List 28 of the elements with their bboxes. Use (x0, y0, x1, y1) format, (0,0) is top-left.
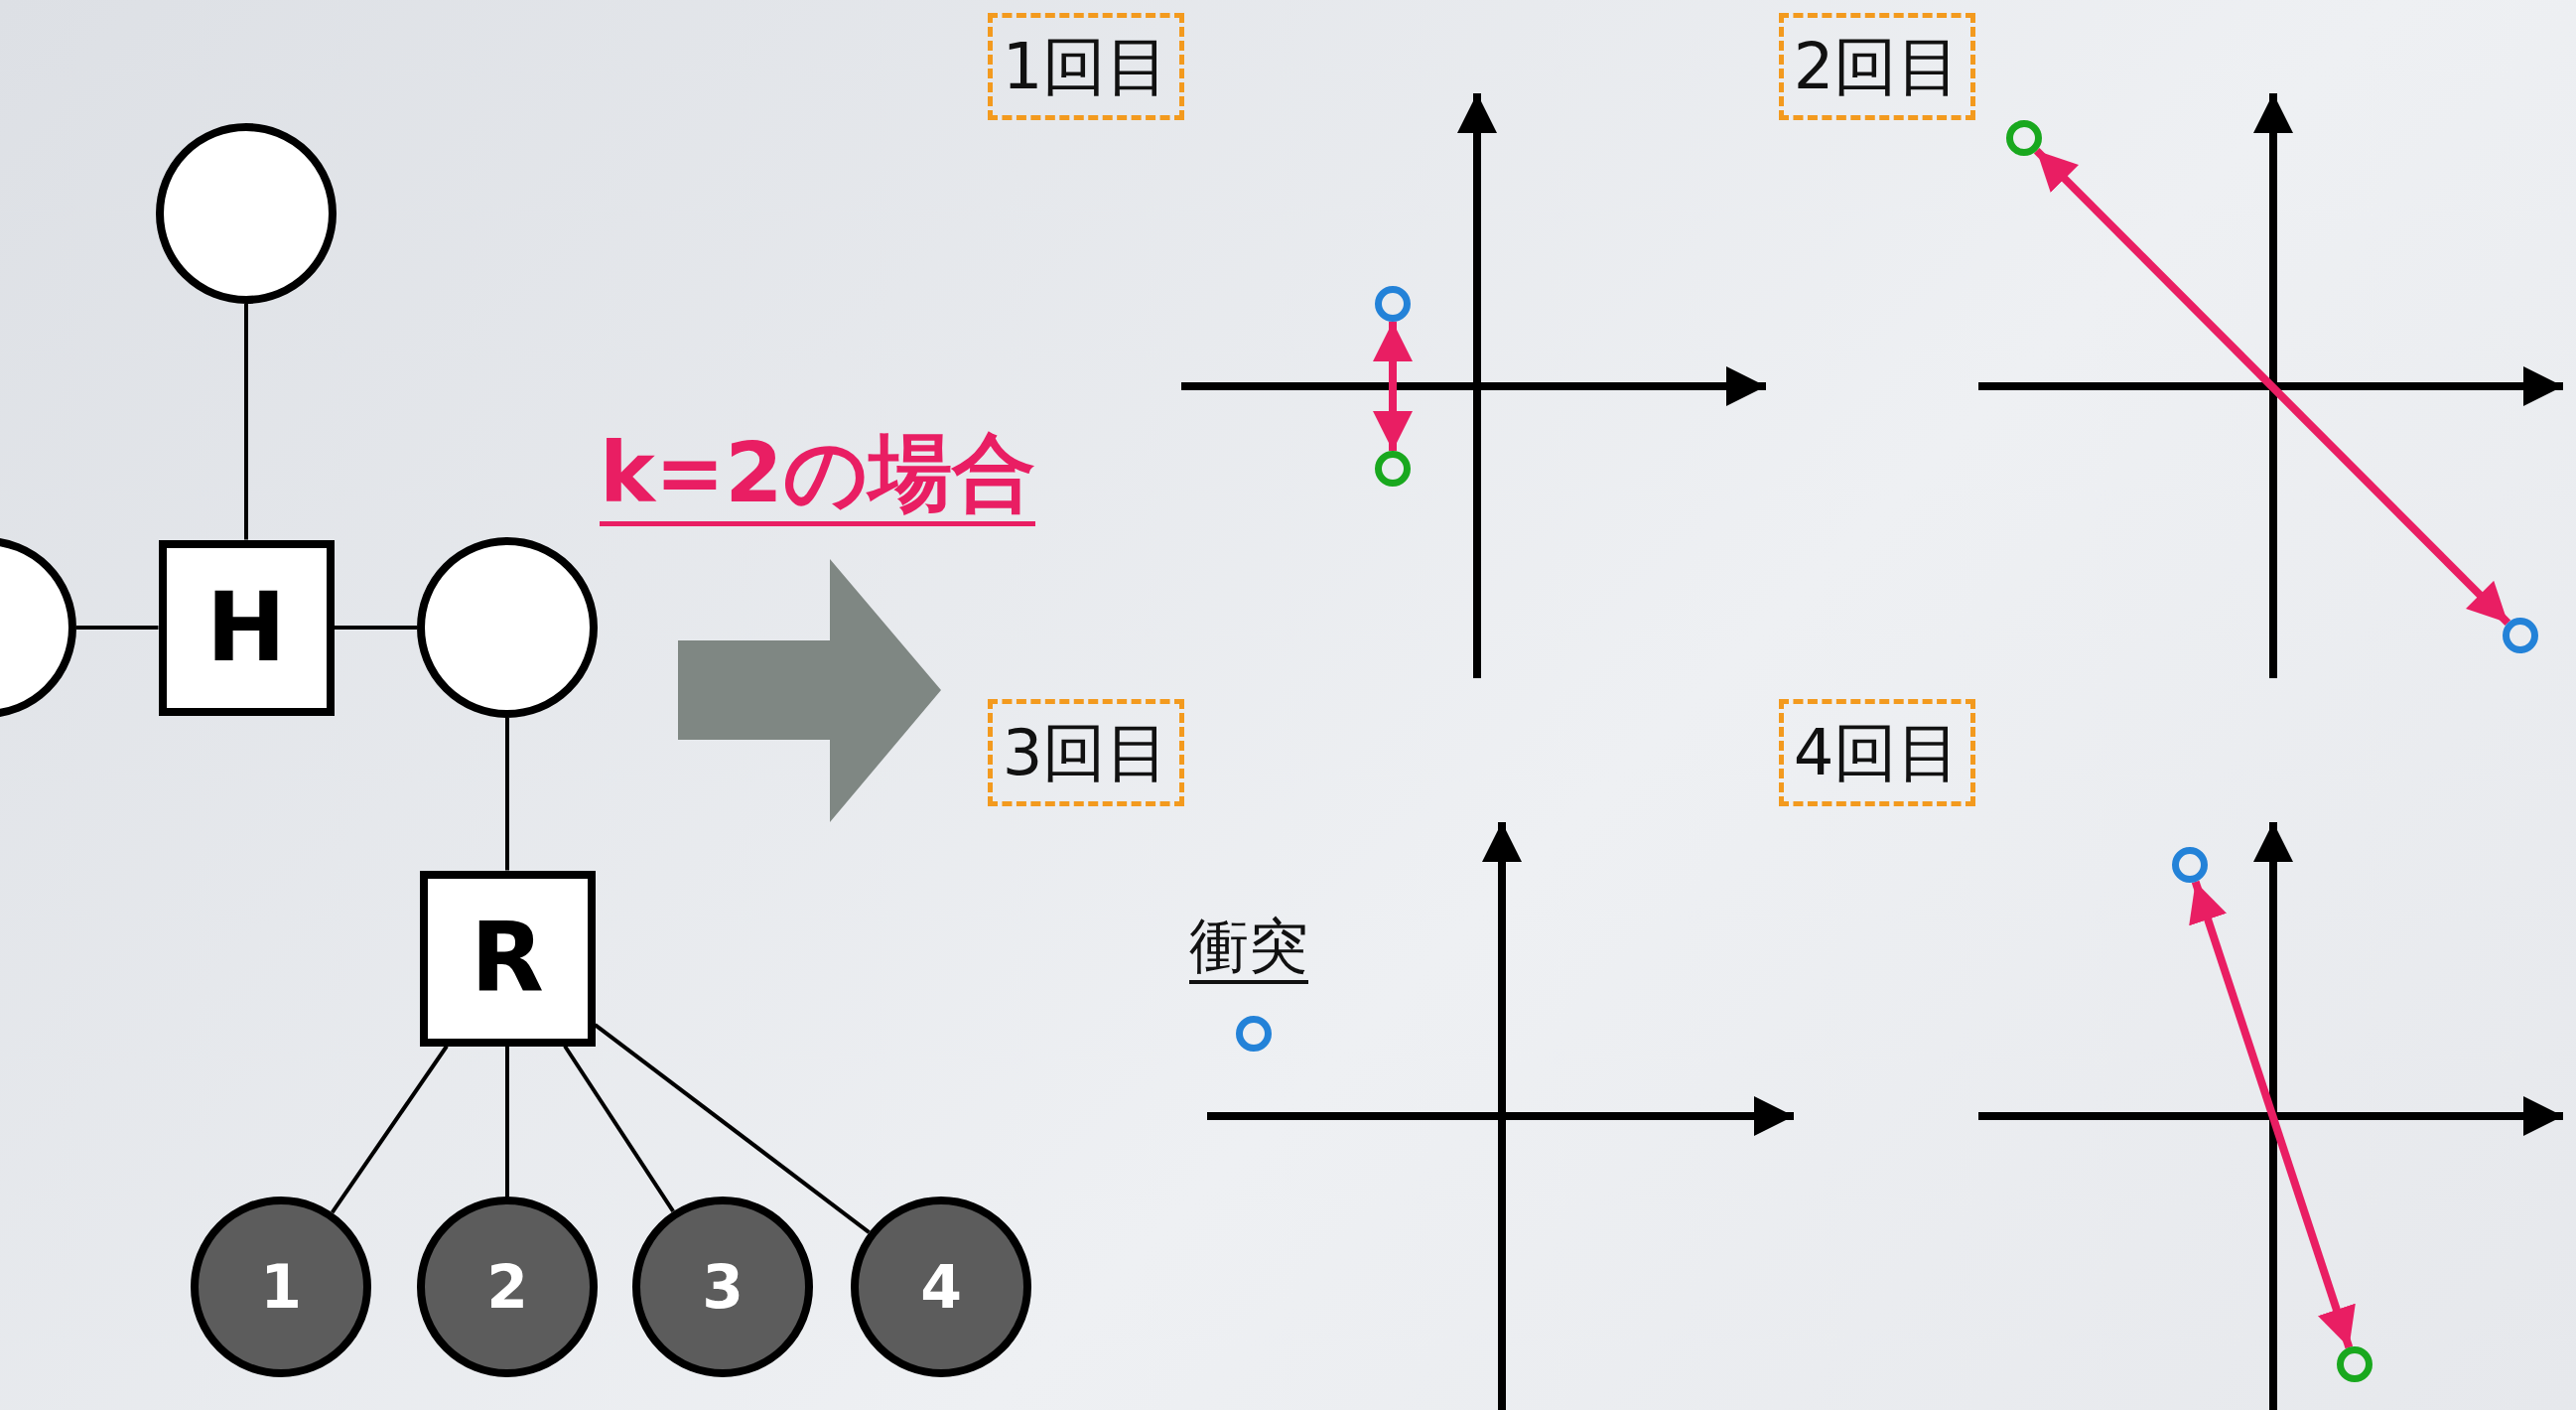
number-circle: 4 (851, 1197, 1031, 1377)
round-label: 2回目 (1779, 13, 1975, 120)
round-label: 1回目 (988, 13, 1184, 120)
round-label: 4回目 (1779, 699, 1975, 806)
number-circle: 1 (191, 1197, 371, 1377)
point-marker (1236, 1016, 1272, 1052)
letter-box: R (419, 870, 596, 1047)
letter-box: H (158, 539, 335, 716)
point-marker (2337, 1346, 2373, 1382)
arrow (2033, 147, 2511, 627)
connector-line (244, 304, 248, 540)
round-label: 3回目 (988, 699, 1184, 806)
point-marker (2503, 618, 2538, 653)
number-circle: 3 (632, 1197, 813, 1377)
point-marker (2172, 847, 2208, 883)
connector-line (563, 1045, 675, 1212)
heading: k=2の場合 (600, 425, 1035, 526)
number-circle: 2 (417, 1197, 598, 1377)
connector-line (505, 718, 509, 871)
note-text: 衝突 (1189, 912, 1308, 984)
point-marker (1375, 286, 1411, 322)
point-marker (1375, 451, 1411, 487)
connector-line (505, 1046, 509, 1197)
connector-line (594, 1023, 871, 1234)
connector-line (330, 1045, 449, 1214)
point-marker (2006, 120, 2042, 156)
arrow (2189, 880, 2356, 1349)
connector-line (334, 626, 417, 630)
